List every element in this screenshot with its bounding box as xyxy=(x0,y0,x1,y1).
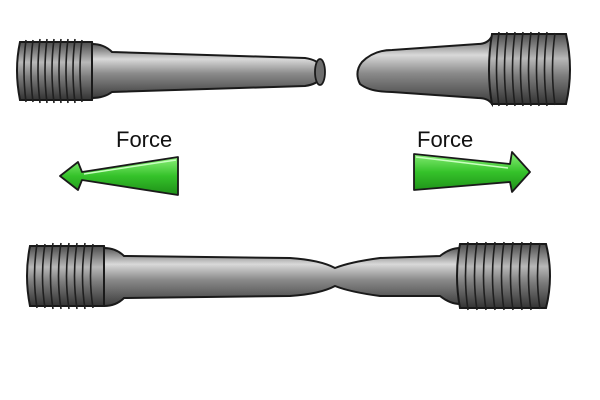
left-force-label: Force xyxy=(116,127,173,152)
necked-specimen xyxy=(26,241,551,311)
right-thread-ridges xyxy=(495,31,556,107)
left-fracture-face xyxy=(314,58,326,86)
broken-specimen-left-half xyxy=(16,38,326,104)
necked-shaft xyxy=(103,246,461,308)
left-thread-ridges xyxy=(23,38,83,104)
right-half-shaft xyxy=(356,35,493,108)
left-threaded-grip xyxy=(16,41,96,101)
right-force-label: Force xyxy=(417,127,474,152)
necked-left-thread-ridges xyxy=(33,242,94,310)
right-arrow-icon xyxy=(413,151,531,193)
necked-right-thread-ridges xyxy=(464,241,541,311)
right-threaded-grip xyxy=(488,33,571,105)
necked-right-threaded-grip xyxy=(456,243,551,309)
left-half-shaft xyxy=(91,42,321,100)
left-arrow-icon xyxy=(59,156,179,196)
broken-specimen-right-half xyxy=(356,31,571,108)
